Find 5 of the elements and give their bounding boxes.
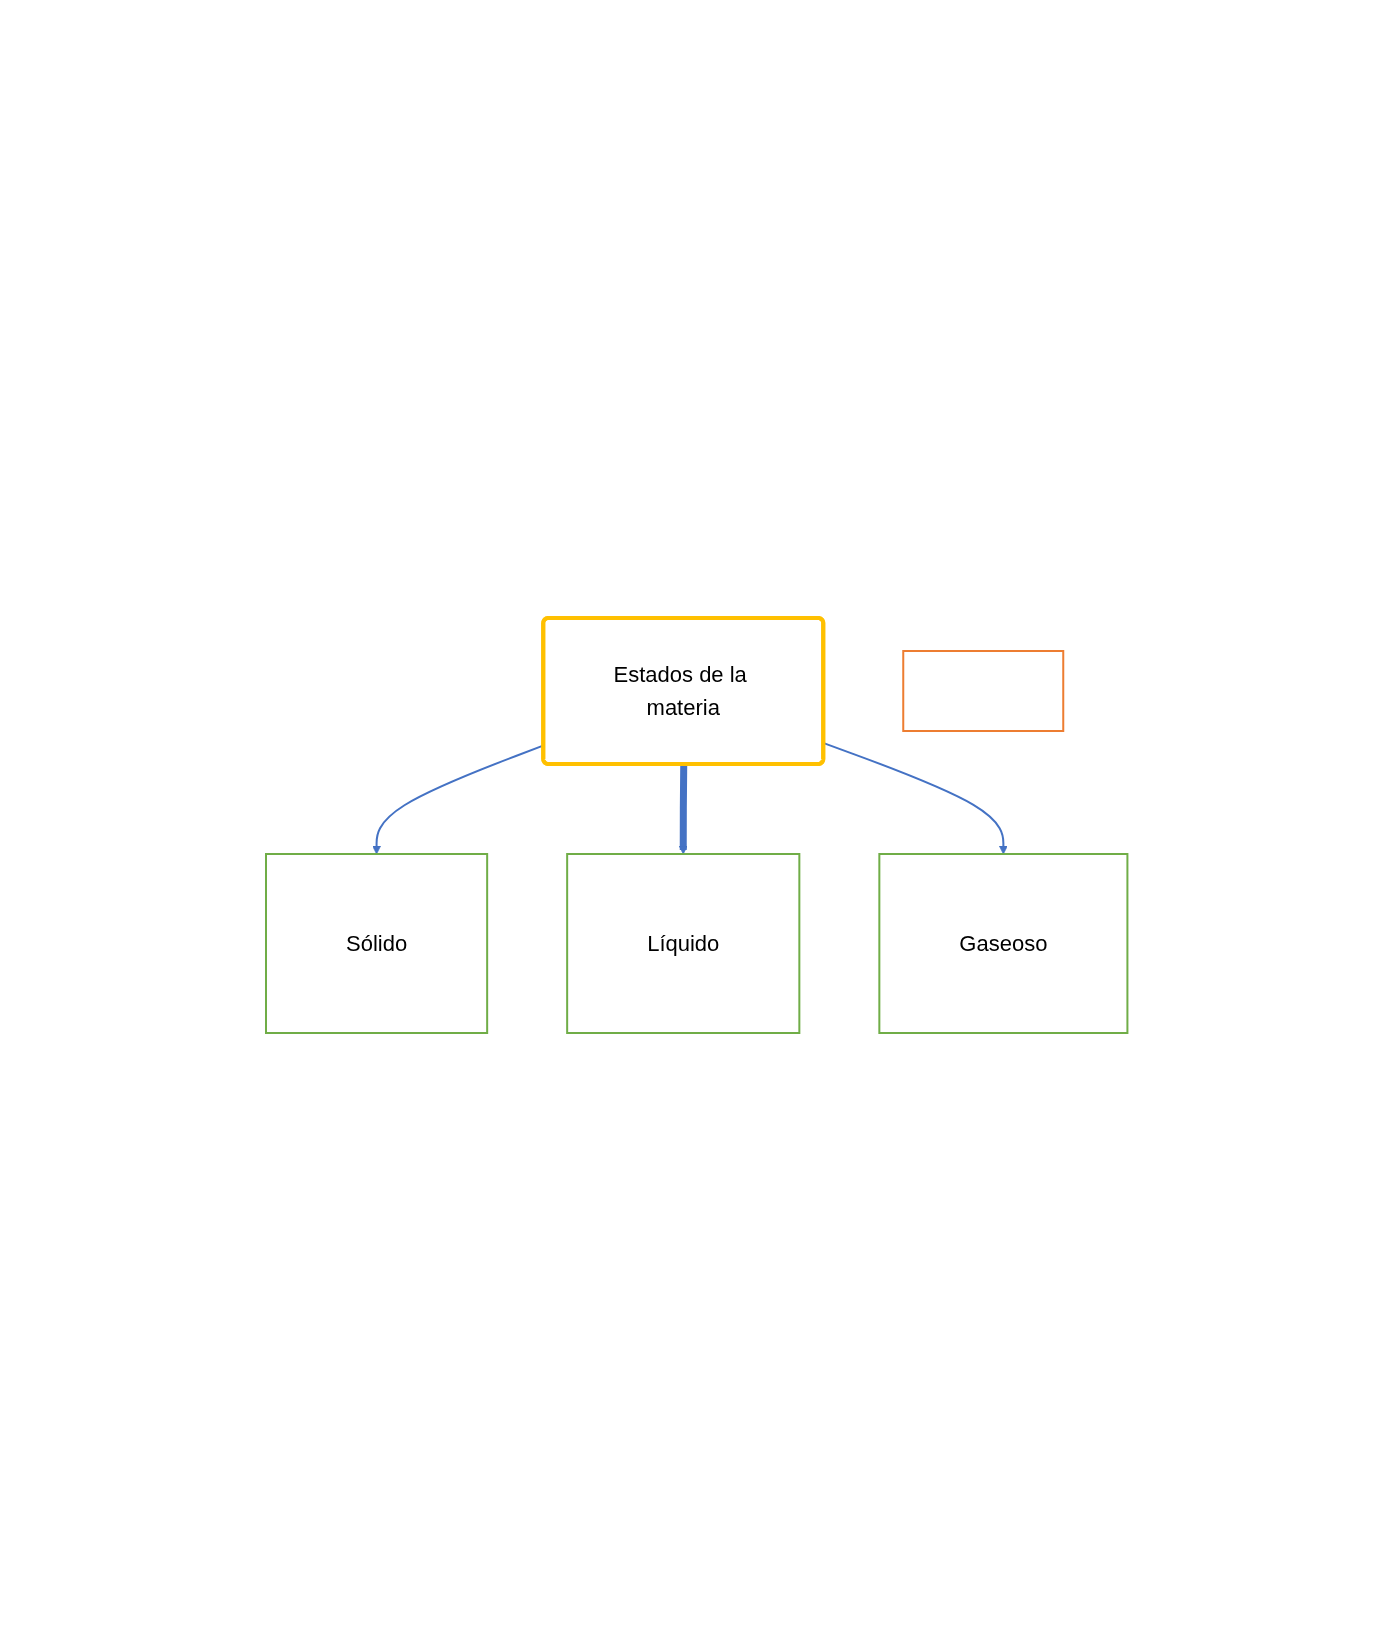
arrow xyxy=(678,764,688,855)
node-box: Sólido xyxy=(264,853,488,1034)
node-box xyxy=(902,650,1065,732)
node-box: Líquido xyxy=(565,853,801,1034)
node-box: Gaseoso xyxy=(878,853,1129,1034)
